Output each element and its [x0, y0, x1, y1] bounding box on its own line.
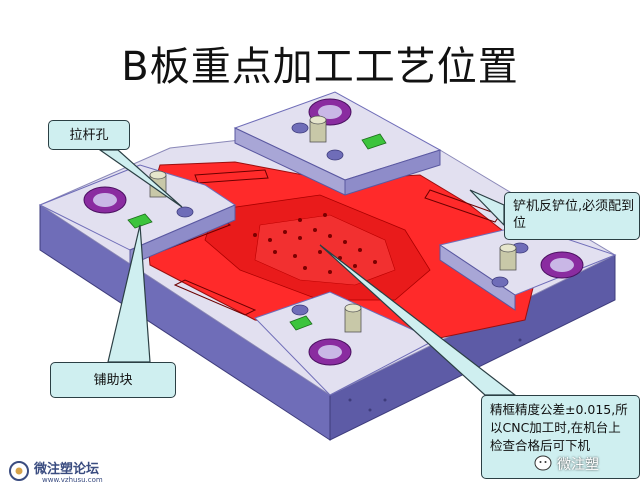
hole: [328, 270, 332, 274]
corner-block-right-side: [439, 244, 516, 311]
hole: [291, 304, 309, 316]
hole: [273, 250, 277, 254]
hole: [323, 213, 327, 217]
forum-logo-icon: [9, 461, 29, 481]
guide-ring-left: [83, 186, 127, 214]
hole: [176, 206, 194, 218]
callout-support-block: 铺助块: [50, 362, 176, 398]
callout-frame-precision: 精框精度公差±0.015,所以CNC加工时,在机台上检查合格后可下机: [481, 395, 640, 479]
watermark-forum-name: 微注塑论坛: [34, 462, 100, 477]
corner-block-top-side-left: [234, 127, 346, 196]
hole: [253, 233, 257, 237]
pocket-hole-pattern: [253, 213, 377, 274]
watermark-wechat-name: 微注塑: [557, 457, 599, 473]
pull-rod-bushing-right: [499, 243, 517, 271]
hole: [353, 264, 357, 268]
callout-pull-rod-hole: 拉杆孔: [48, 120, 130, 150]
support-block-bottom: [289, 315, 313, 331]
pull-rod-bushing-bottom: [344, 303, 362, 333]
corner-block-left-top: [38, 164, 237, 251]
callout-shovel-seat: 铲机反铲位,必须配到位: [504, 192, 640, 240]
hole: [491, 276, 509, 288]
hole: [283, 230, 287, 234]
page-title: B板重点加工工艺位置: [121, 44, 519, 90]
pull-rod-bushing-top: [309, 115, 327, 143]
guide-ring-right: [540, 251, 584, 279]
hole: [358, 248, 362, 252]
hole: [298, 236, 302, 240]
hole: [268, 238, 272, 242]
hole: [326, 149, 344, 161]
hole: [313, 228, 317, 232]
hole: [373, 260, 377, 264]
hole: [328, 234, 332, 238]
hole: [293, 254, 297, 258]
guide-ring-bottom: [308, 338, 352, 366]
support-block-left: [127, 213, 153, 229]
hole: [298, 218, 302, 222]
hole: [343, 240, 347, 244]
hole: [303, 266, 307, 270]
support-block-top: [361, 133, 387, 150]
slot-right: [424, 189, 501, 223]
hole: [318, 250, 322, 254]
wechat-logo-icon: [534, 455, 552, 471]
leader-pull-rod-hole: [98, 149, 183, 208]
slot-top: [194, 169, 269, 184]
hole: [291, 122, 309, 134]
slot-lower-left: [173, 279, 257, 316]
corner-block-left-side: [129, 204, 236, 266]
watermark-forum-url: www.vzhusu.com: [42, 476, 103, 484]
